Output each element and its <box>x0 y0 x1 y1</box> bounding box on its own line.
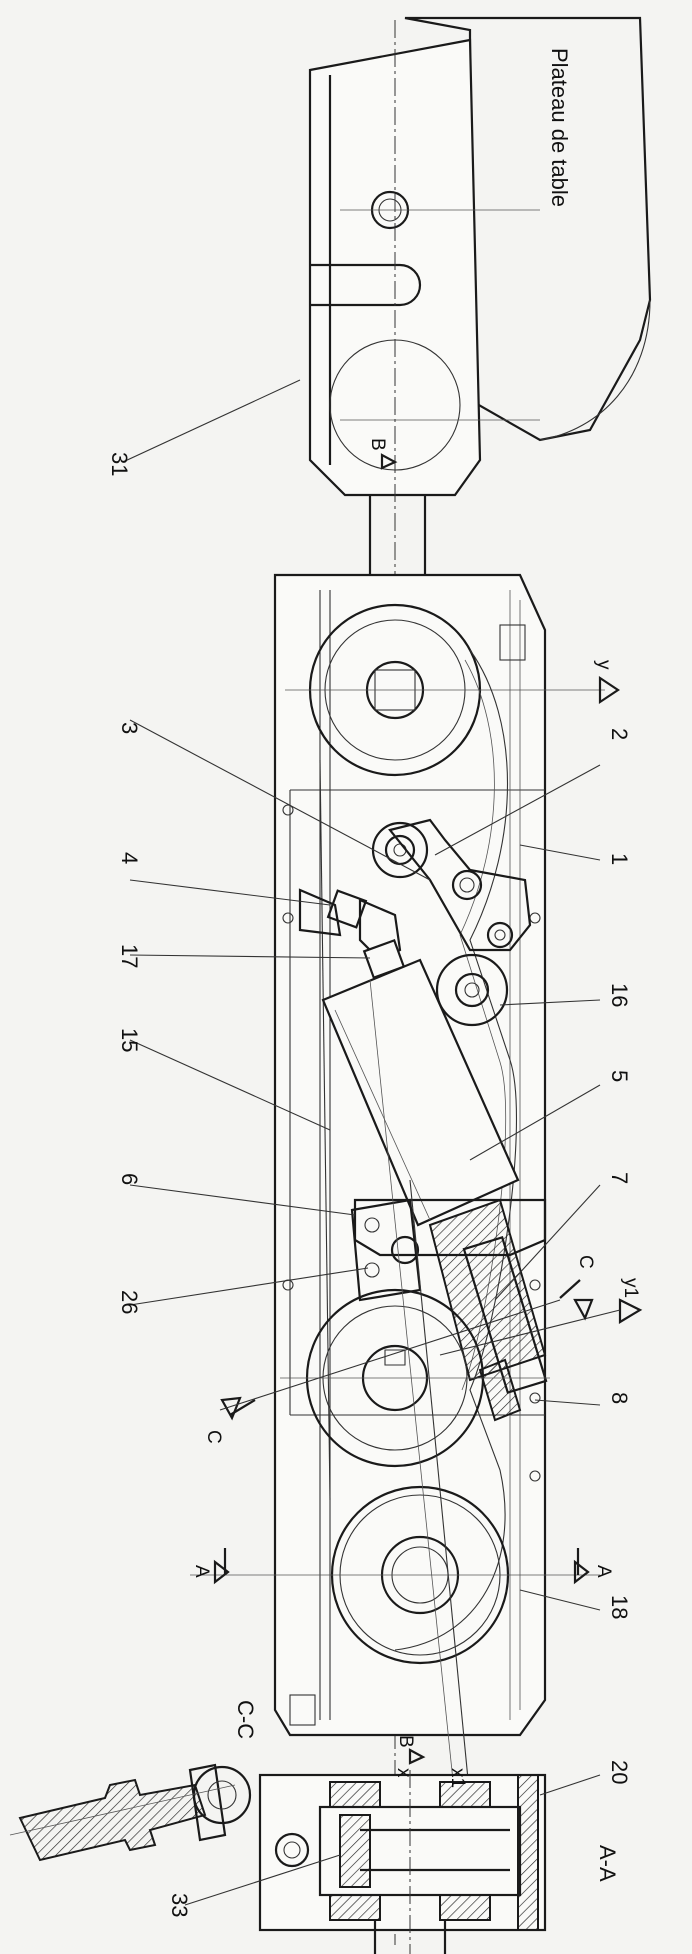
section-aa-title: A-A <box>595 1845 620 1882</box>
callout-2: 2 <box>607 728 632 740</box>
axis-label-x1: x1 <box>447 1768 468 1788</box>
axis-label-y: y <box>593 660 614 670</box>
leader-lines <box>122 379 601 1906</box>
section-mark-a-right: A <box>593 1565 614 1578</box>
callout-6: 6 <box>117 1173 142 1185</box>
callout-31: 31 <box>107 452 132 476</box>
callout-5: 5 <box>607 1070 632 1082</box>
axis-label-y1: y1 <box>620 1278 641 1298</box>
section-mark-b-top: B <box>367 438 388 451</box>
top-pulley <box>285 603 605 777</box>
callout-20: 20 <box>607 1760 632 1784</box>
callout-15: 15 <box>117 1028 142 1052</box>
callout-1: 1 <box>607 853 632 865</box>
section-cc-view <box>9 1763 252 1862</box>
callout-26: 26 <box>117 1290 142 1314</box>
plateau-label: Plateau de table <box>547 48 572 207</box>
callout-18: 18 <box>607 1595 632 1619</box>
callout-8: 8 <box>607 1392 632 1404</box>
hose-fitting <box>298 888 406 980</box>
section-cc-title: C-C <box>233 1700 258 1739</box>
section-marks <box>213 453 594 1765</box>
callout-3: 3 <box>117 722 142 734</box>
callout-7: 7 <box>607 1172 632 1184</box>
section-aa-view <box>258 1770 547 1954</box>
section-mark-b-bottom: B <box>395 1735 416 1748</box>
section-mark-c-left: C <box>203 1430 224 1444</box>
callout-17: 17 <box>117 944 142 968</box>
shaft <box>368 495 427 575</box>
callout-4: 4 <box>117 852 142 864</box>
axis-line-x1 <box>409 1179 471 1801</box>
bottom-pulley-18 <box>190 1485 600 1665</box>
callout-33: 33 <box>167 1893 192 1917</box>
cylinder-5 <box>321 958 520 1227</box>
idler-pulley-16 <box>435 953 509 1027</box>
callout-16: 16 <box>607 983 632 1007</box>
section-mark-c-right: C <box>575 1255 596 1269</box>
section-mark-a-left: A <box>191 1565 212 1578</box>
axis-label-x: x <box>393 1768 414 1778</box>
drive-pulley <box>280 1288 550 1468</box>
